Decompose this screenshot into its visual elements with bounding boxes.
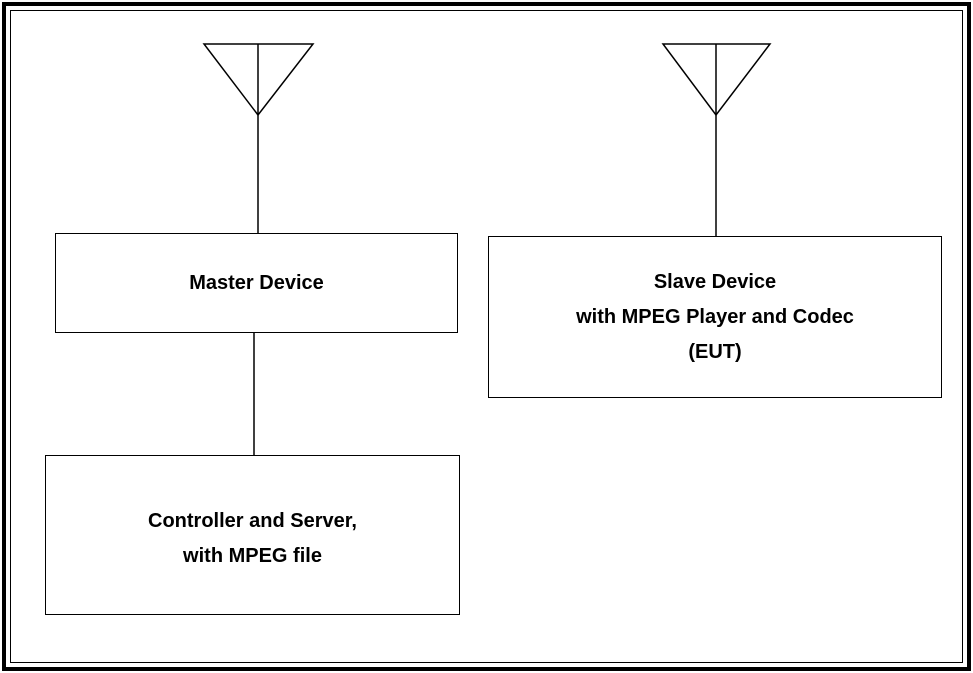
controller-label-line1: Controller and Server, [148,510,357,532]
inner-frame [10,10,963,663]
master-device-label: Master Device [189,271,324,294]
slave-device-label-line2: with MPEG Player and Codec [576,305,854,328]
master-device-box: Master Device [55,233,458,333]
controller-server-box: Controller and Server, with MPEG file [45,455,460,615]
slave-device-label-line3: (EUT) [688,340,742,363]
slave-device-box: Slave Device with MPEG Player and Codec … [488,236,942,398]
controller-label-line2: with MPEG file [183,545,322,567]
master-antenna-icon [202,43,315,233]
slave-antenna-icon [661,43,772,236]
slave-device-label-line1: Slave Device [653,270,777,293]
